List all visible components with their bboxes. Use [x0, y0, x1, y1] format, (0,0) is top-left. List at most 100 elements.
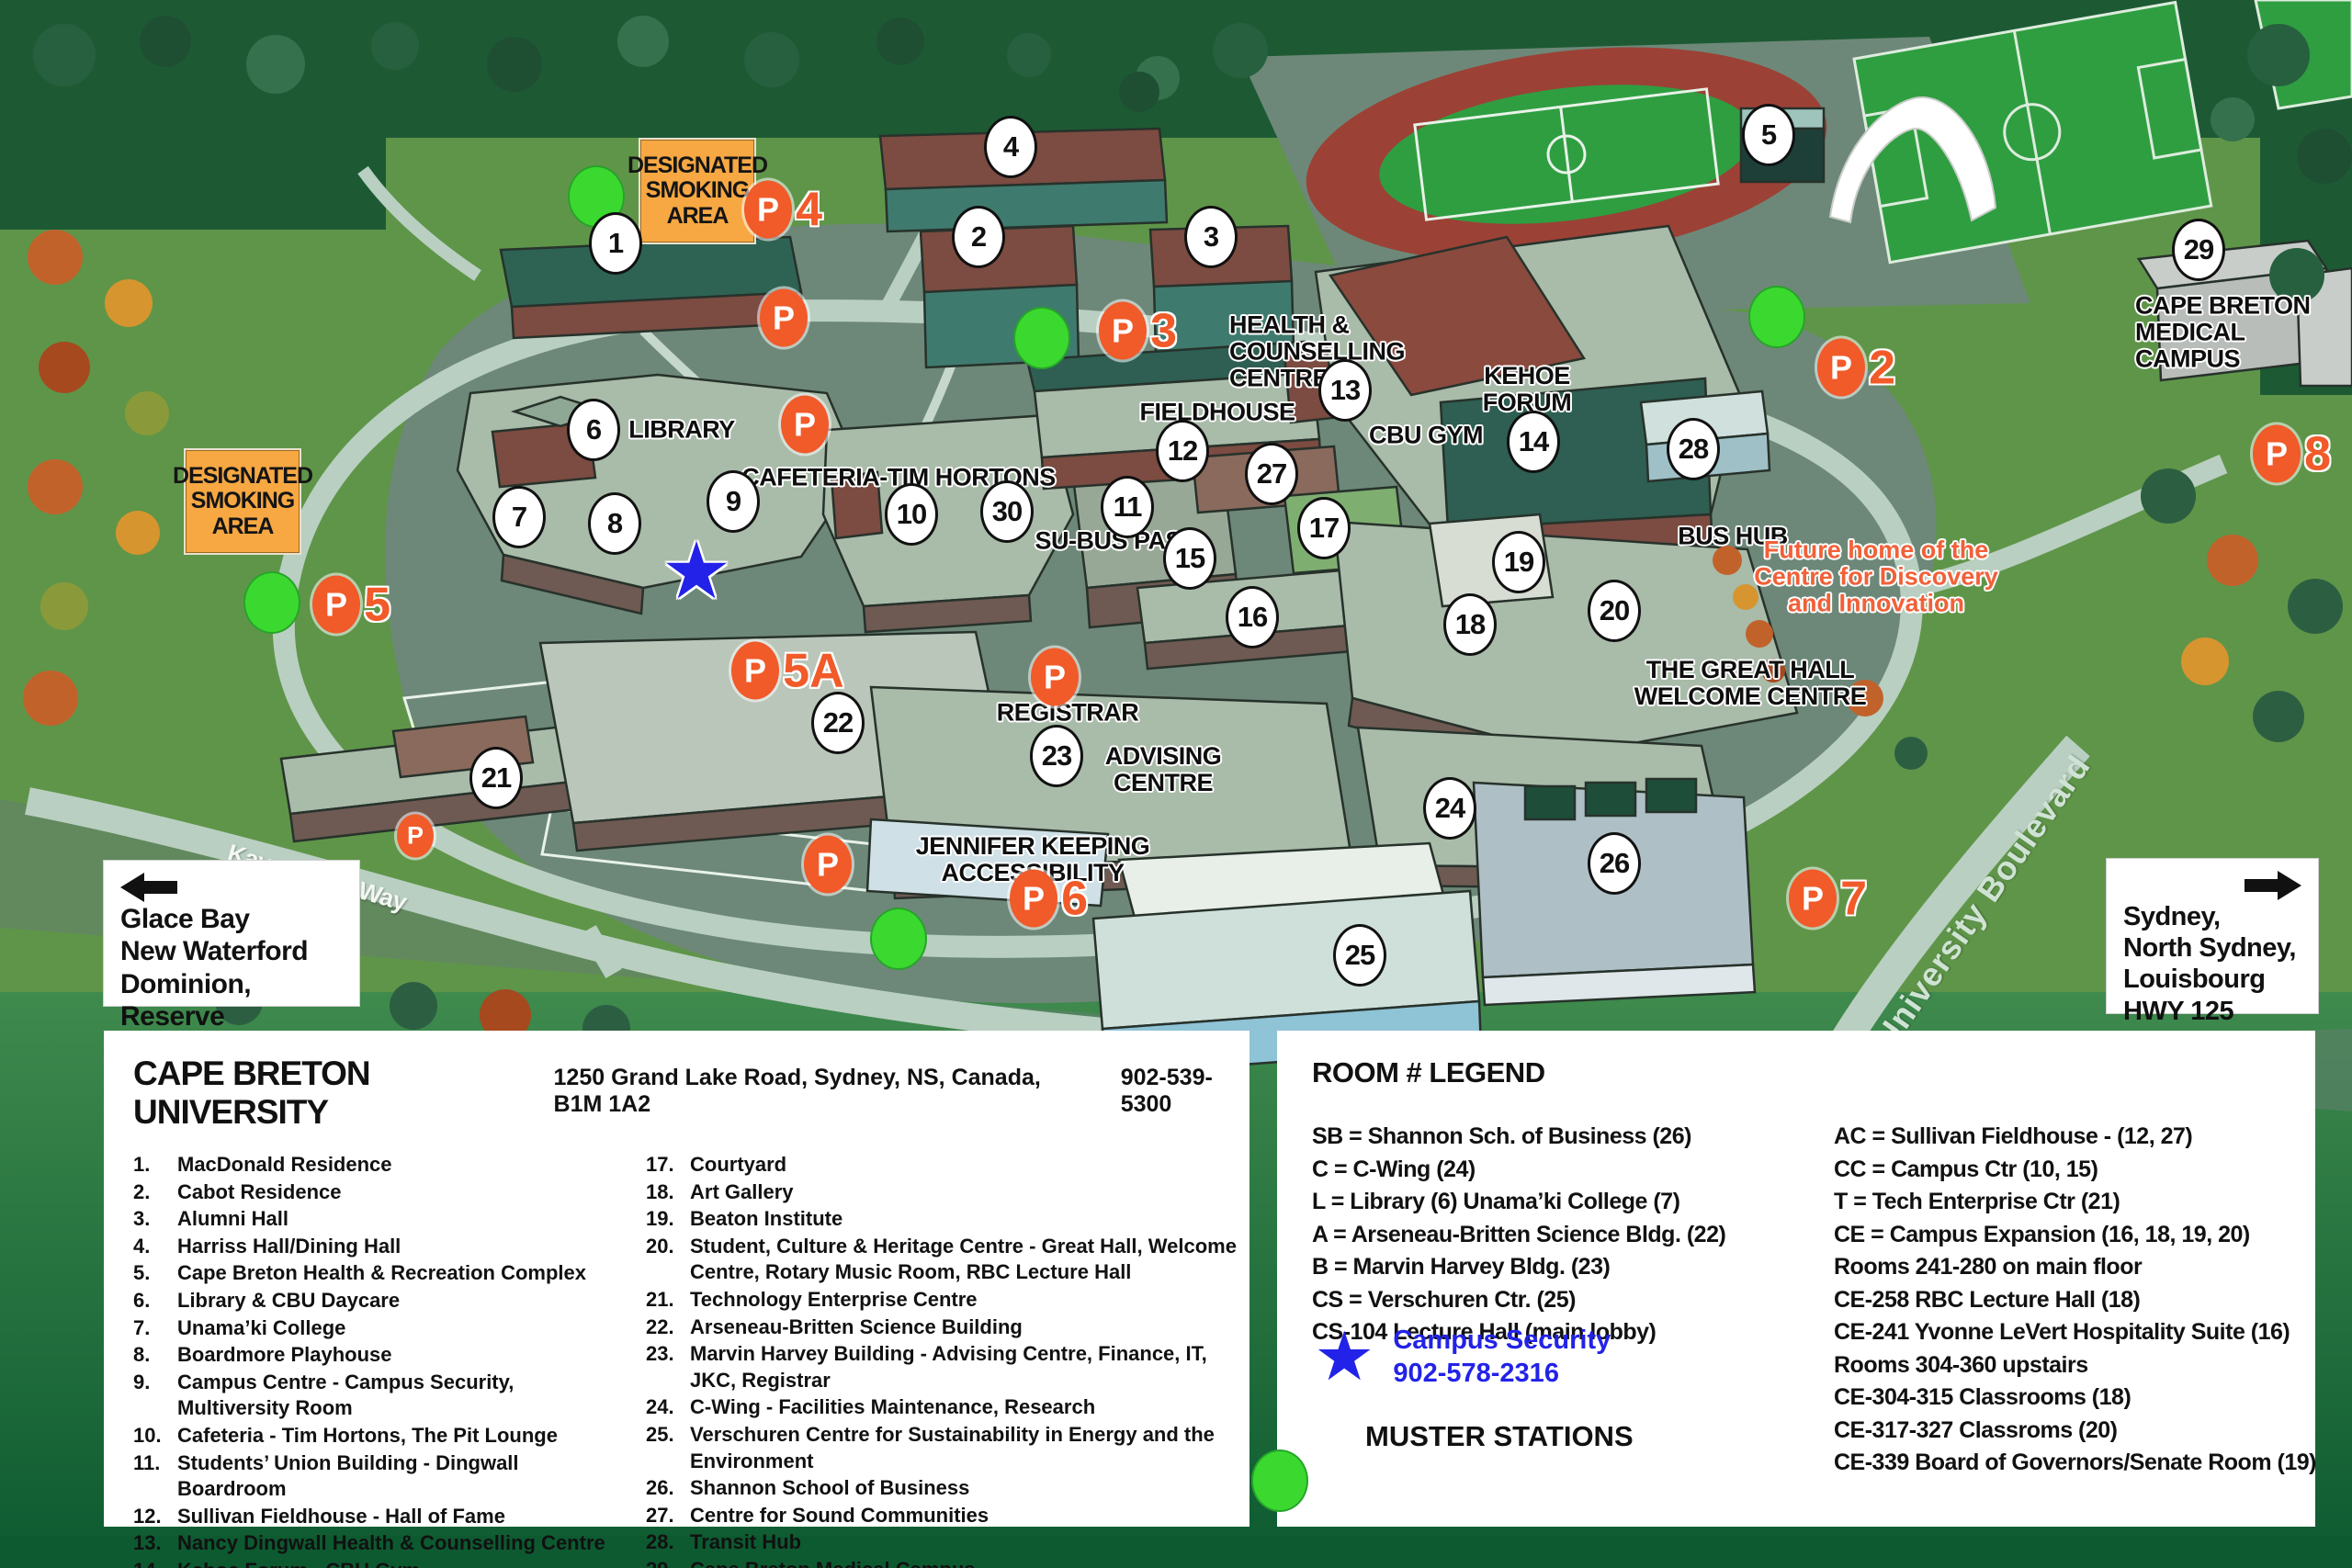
parking-marker: P 5 — [312, 575, 390, 634]
building-marker: 10 — [885, 483, 938, 546]
building-marker: 13 — [1318, 359, 1372, 422]
legend-entry: 20.Student, Culture & Heritage Centre - … — [646, 1234, 1243, 1286]
parking-marker: P 8 — [2253, 424, 2331, 483]
legend-entry-number: 20. — [646, 1234, 674, 1258]
parking-icon: P — [406, 821, 424, 850]
room-legend-entry: CE-258 RBC Lecture Hall (18) — [1834, 1286, 2141, 1313]
building-marker-number: 22 — [822, 706, 854, 739]
left-arrow-icon — [120, 873, 177, 902]
legend-entry: 1.MacDonald Residence — [133, 1152, 629, 1179]
legend-entry: 4.Harriss Hall/Dining Hall — [133, 1234, 629, 1260]
legend-phone: 902-539-5300 — [1120, 1065, 1213, 1117]
legend-entry-text: Boardmore Playhouse — [177, 1343, 392, 1367]
room-legend-column-2: AC = Sullivan Fieldhouse - (12, 27)CC = … — [1834, 1121, 2348, 1480]
building-marker-number: 13 — [1329, 374, 1361, 406]
building-marker-number: 26 — [1599, 847, 1630, 879]
building-marker: 22 — [811, 692, 865, 754]
building-marker: 28 — [1667, 418, 1720, 480]
legend-column-2: 17.Courtyard 18.Art Gallery 19.Beaton In… — [646, 1152, 1243, 1568]
building-marker: 15 — [1163, 527, 1216, 590]
muster-station-marker — [1748, 286, 1805, 348]
room-legend-title: ROOM # LEGEND — [1312, 1056, 1545, 1089]
legend-entry: 2.Cabot Residence — [133, 1179, 629, 1206]
room-legend-entry: CE-304-315 Classrooms (18) — [1834, 1384, 2132, 1410]
direction-sign-west-text: Glace Bay New Waterford Dominion, Reserv… — [120, 904, 309, 1032]
building-marker-number: 9 — [725, 485, 741, 517]
legend-entry-number: 1. — [133, 1153, 151, 1176]
parking-marker: P — [760, 288, 808, 347]
legend-entry-number: 27. — [646, 1503, 674, 1527]
parking-icon: P — [756, 190, 779, 228]
legend-entry: 14.Kehoe Forum - CBU Gym — [133, 1558, 629, 1568]
muster-station-marker — [1013, 307, 1070, 369]
building-marker: 29 — [2172, 219, 2225, 281]
legend-entry-text: Library & CBU Daycare — [177, 1288, 401, 1312]
room-legend-entry: AC = Sullivan Fieldhouse - (12, 27) — [1834, 1123, 2193, 1149]
building-marker: 21 — [469, 747, 523, 809]
legend-entry-number: 28. — [646, 1530, 674, 1554]
parking-marker: P — [1031, 648, 1079, 706]
building-marker-number: 29 — [2183, 233, 2214, 265]
building-marker-number: 20 — [1599, 594, 1630, 626]
legend-entry-text: Verschuren Centre for Sustainability in … — [690, 1422, 1215, 1472]
legend-entry-text: Cape Breton Health & Recreation Complex — [177, 1261, 586, 1285]
building-marker-number: 4 — [1002, 130, 1019, 163]
parking-marker: P — [804, 835, 852, 894]
running-track — [1306, 47, 1827, 262]
parking-icon: P — [2265, 434, 2288, 472]
legend-entry-number: 17. — [646, 1153, 674, 1176]
map-label: HEALTH & COUNSELLING CENTRE — [1229, 310, 1406, 392]
legend-entry-number: 7. — [133, 1315, 151, 1339]
map-label: Future home of the Centre for Discovery … — [1754, 536, 1998, 617]
legend-entry: 13.Nancy Dingwall Health & Counselling C… — [133, 1530, 629, 1557]
building-marker-number: 11 — [1113, 491, 1143, 523]
room-legend-entry: CS = Verschuren Ctr. (25) — [1312, 1286, 1576, 1313]
room-legend-entry: Rooms 241-280 on main floor — [1834, 1254, 2143, 1280]
map-label: CBU GYM — [1369, 421, 1484, 449]
map-label: BUS HUB — [1678, 522, 1788, 550]
legend-entry-number: 6. — [133, 1288, 151, 1312]
legend-entry-number: 5. — [133, 1261, 151, 1285]
parking-lot-number: 2 — [1869, 341, 1896, 394]
legend-entry-number: 18. — [646, 1179, 674, 1203]
building-marker: 25 — [1333, 924, 1386, 987]
legend-entry: 6. Library & CBU Daycare — [133, 1288, 629, 1314]
legend-entry-number: 25. — [646, 1422, 674, 1446]
legend-entry-text: Technology Enterprise Centre — [690, 1287, 978, 1311]
parking-marker: P 3 — [1099, 301, 1177, 360]
legend-entry-text: Kehoe Forum - CBU Gym — [177, 1559, 420, 1568]
building-marker-number: 30 — [991, 495, 1023, 527]
legend-entry: 17.Courtyard — [646, 1152, 1243, 1179]
room-legend-entry: CE-241 Yvonne LeVert Hospitality Suite (… — [1834, 1319, 2290, 1345]
parking-marker: P 2 — [1817, 338, 1895, 397]
legend-entry-text: Unama’ki College — [177, 1315, 346, 1339]
building-marker-number: 16 — [1237, 601, 1268, 633]
direction-sign-west: Glace Bay New Waterford Dominion, Reserv… — [104, 861, 359, 1032]
room-legend-entry: SB = Shannon Sch. of Business (26) — [1312, 1123, 1691, 1149]
legend-entry: 3.Alumni Hall — [133, 1206, 629, 1233]
soccer-field — [1852, 0, 2213, 265]
legend-entry-text: C-Wing - Facilities Maintenance, Researc… — [690, 1395, 1096, 1419]
legend-entry-text: Alumni Hall — [177, 1207, 289, 1231]
legend-entry-text: Cape Breton Medical Campus — [690, 1558, 976, 1568]
legend-entry: 5. Cape Breton Health & Recreation Comple… — [133, 1260, 629, 1287]
building-marker: 14 — [1507, 411, 1560, 473]
legend-entry-text: Cafeteria - Tim Hortons, The Pit Lounge — [177, 1423, 558, 1447]
legend-entry-number: 11. — [133, 1450, 161, 1474]
room-legend-entry: A = Arseneau-Britten Science Bldg. (22) — [1312, 1221, 1726, 1247]
building-marker-number: 5 — [1760, 118, 1777, 151]
legend-entry-number: 21. — [646, 1287, 674, 1311]
building-marker-number: 19 — [1503, 546, 1534, 578]
building-marker-number: 25 — [1344, 939, 1375, 971]
parking-icon: P — [743, 651, 766, 689]
building-marker-number: 24 — [1434, 792, 1465, 824]
legend-address: 1250 Grand Lake Road, Sydney, NS, Canada… — [553, 1065, 1041, 1117]
parking-icon: P — [1111, 311, 1134, 349]
legend-title: CAPE BRETON UNIVERSITY — [133, 1055, 371, 1131]
building-marker-number: 18 — [1454, 608, 1486, 640]
legend-entry-number: 29. — [646, 1557, 690, 1568]
legend-entry: 28.Transit Hub — [646, 1529, 1243, 1556]
legend-entry: 29.Cape Breton Medical Campus — [646, 1557, 1243, 1568]
